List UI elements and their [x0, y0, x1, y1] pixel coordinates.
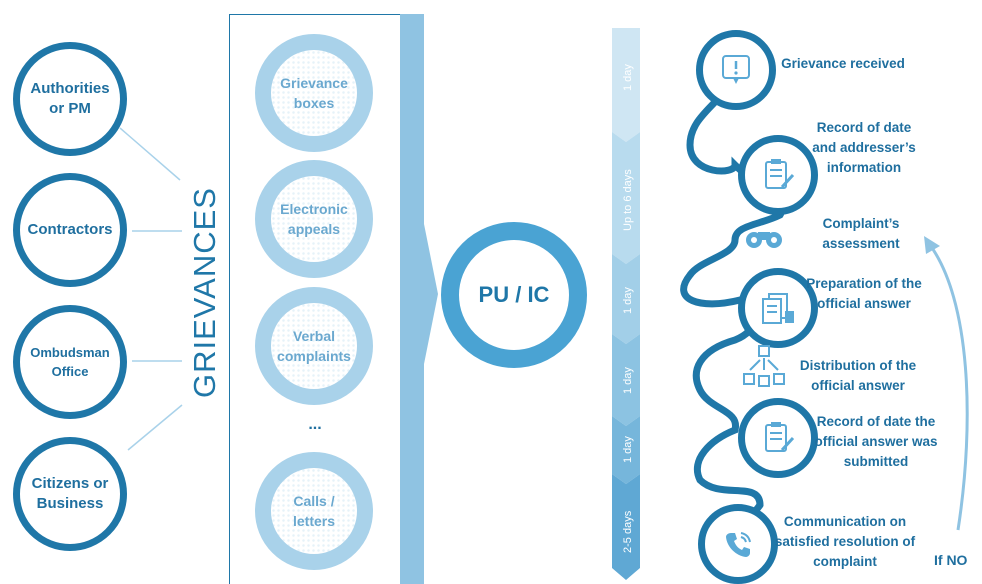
clipboard-icon — [765, 422, 795, 452]
documents-icon — [762, 293, 794, 324]
center-label: PU / IC — [478, 282, 550, 307]
alert-bubble-icon — [722, 55, 750, 84]
node-preparation — [738, 268, 818, 348]
source-ombudsman: Ombudsman Office — [13, 305, 127, 419]
binoculars-icon — [746, 232, 782, 248]
step-record: Record of date and addresser’s informati… — [812, 120, 916, 175]
source-contractors: Contractors — [13, 173, 127, 287]
clipboard-icon — [765, 159, 795, 189]
node-communication — [698, 504, 778, 584]
channel-calls-letters: Calls / letters — [255, 452, 373, 570]
loop-label: If NO — [934, 552, 968, 568]
source-label: Authorities or PM — [30, 80, 110, 117]
source-label: Citizens or Business — [31, 475, 109, 512]
distribution-icon — [743, 345, 785, 387]
source-citizens: Citizens or Business — [13, 437, 127, 551]
timeline-bar — [612, 28, 640, 580]
node-assessment — [744, 222, 784, 257]
phone-icon — [726, 532, 751, 557]
source-label: Contractors — [27, 221, 113, 238]
channels-ellipsis: ... — [308, 416, 322, 433]
step-record-submitted: Record of date the official answer was s… — [814, 414, 938, 469]
step-assessment: Complaint’s assessment — [822, 216, 900, 251]
step-communication: Communication on satisfied resolution of… — [774, 514, 916, 569]
step-received: Grievance received — [781, 56, 905, 71]
source-authorities: Authorities or PM — [13, 42, 127, 156]
node-received — [696, 30, 776, 110]
source-label: Ombudsman Office — [30, 345, 110, 379]
node-record-submitted — [738, 398, 818, 478]
channels-arrow — [400, 14, 438, 584]
step-distribution: Distribution of the official answer — [799, 358, 917, 393]
channel-grievance-boxes: Grievance boxes — [255, 34, 373, 152]
node-record — [738, 135, 818, 215]
node-distribution — [742, 344, 786, 393]
channel-verbal-complaints: Verbal complaints — [255, 287, 373, 405]
step-preparation: Preparation of the official answer — [806, 276, 922, 311]
